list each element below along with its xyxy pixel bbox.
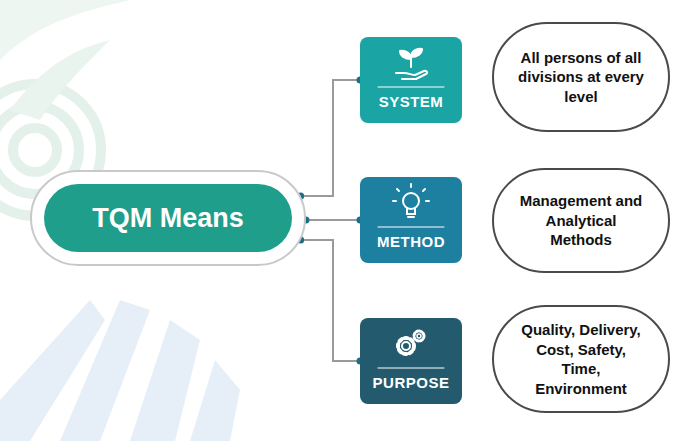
title-label: TQM Means bbox=[92, 203, 244, 234]
category-tile: SYSTEM bbox=[360, 37, 462, 123]
description-oval: Management and Analytical Methods bbox=[492, 168, 670, 273]
category-label: METHOD bbox=[377, 233, 445, 250]
connector-line bbox=[306, 219, 360, 221]
connector-line bbox=[301, 80, 360, 196]
category-label: SYSTEM bbox=[379, 93, 444, 110]
description-oval: Quality, Delivery, Cost, Safety, Time, E… bbox=[492, 305, 670, 413]
leaf-watermark bbox=[10, 40, 110, 120]
category-tile: METHOD bbox=[360, 177, 462, 263]
leaf-watermark bbox=[0, 0, 130, 60]
description-text: Management and Analytical Methods bbox=[516, 191, 646, 250]
main-pill: TQM Means bbox=[30, 170, 306, 266]
description-text: All persons of all divisions at every le… bbox=[516, 48, 646, 107]
category-label: PURPOSE bbox=[373, 374, 450, 391]
description-text: Quality, Delivery, Cost, Safety, Time, E… bbox=[516, 320, 646, 398]
description-oval: All persons of all divisions at every le… bbox=[492, 22, 670, 132]
connector-line bbox=[301, 240, 360, 361]
book-watermark bbox=[0, 300, 240, 441]
category-tile: PURPOSE bbox=[360, 318, 462, 404]
pill-fill: TQM Means bbox=[44, 184, 292, 252]
